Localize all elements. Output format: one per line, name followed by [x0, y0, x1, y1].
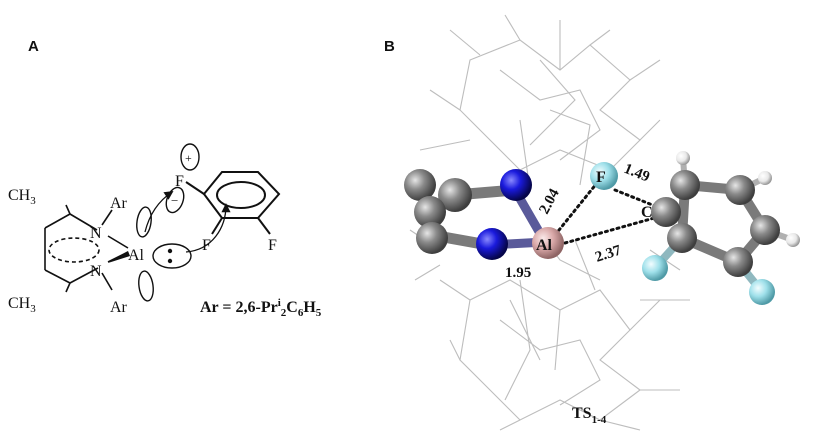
aryl-top: Ar — [110, 195, 128, 212]
carbon-atom — [438, 178, 472, 212]
transition-state-label: TS1-4 — [572, 405, 607, 426]
distance-f-c: 1.49 — [622, 161, 652, 186]
methyl-bottom: CH3 — [8, 295, 36, 315]
nitrogen-bottom: N — [90, 263, 102, 280]
delocalized-ring-dashes — [48, 237, 100, 263]
nitrogen-atom-top — [500, 169, 532, 201]
fluorine-atom-meta — [749, 279, 775, 305]
carbon-atom — [667, 223, 697, 253]
carbon-atom — [416, 222, 448, 254]
lone-pair-dot — [167, 248, 173, 254]
aryl-definition: Ar = 2,6-Pri2C6H5 — [200, 297, 322, 319]
scheme-a: CH3 CH3 N N Al Ar Ar + − F F — [8, 143, 322, 319]
curved-arrow-c — [185, 203, 231, 253]
orbital-top — [136, 206, 152, 238]
diketiminate-ring — [44, 204, 129, 293]
orbital-bottom — [138, 270, 154, 302]
fluorine-atom-ortho — [642, 255, 668, 281]
carbon-atom — [725, 175, 755, 205]
lone-pair-orbital — [152, 243, 192, 269]
carbon-atom — [750, 215, 780, 245]
methyl-top: CH3 — [8, 187, 36, 207]
al-atom-label: Al — [536, 237, 553, 254]
lone-pair-dot — [167, 258, 173, 264]
c-atom-label: C — [641, 204, 653, 221]
panel-label-a: A — [28, 38, 39, 55]
hydrogen-atom — [786, 233, 800, 247]
aluminum-atom — [532, 227, 564, 259]
carbon-atom — [723, 247, 753, 277]
plus-sign: + — [185, 151, 192, 165]
minus-sign: − — [171, 193, 178, 208]
hydrogen-atom — [758, 171, 772, 185]
carbon-atom — [414, 196, 446, 228]
nitrogen-top: N — [90, 225, 102, 242]
wedge-bond — [108, 251, 130, 263]
distance-al-c: 2.37 — [593, 242, 623, 265]
aryl-bottom: Ar — [110, 299, 128, 316]
fluorine-right: F — [268, 237, 277, 254]
model-b: Al F C 2.04 1.49 2.37 1.95 TS1-4 — [404, 14, 800, 431]
fluorine-atom-migrating — [590, 162, 618, 190]
carbon-atom — [404, 169, 436, 201]
fluorine-orbital-plus — [180, 143, 200, 171]
fluorobenzene-ring — [185, 171, 281, 235]
curved-arrow-f — [144, 190, 174, 233]
fluorine-top: F — [175, 173, 184, 190]
carbon-atom — [670, 170, 700, 200]
panel-label-b: B — [384, 38, 395, 55]
hydrogen-atom — [676, 151, 690, 165]
distance-al-f: 2.04 — [536, 186, 563, 217]
carbon-atom-ipso — [651, 197, 681, 227]
fluorine-left: F — [202, 237, 211, 254]
aluminum-label: Al — [128, 247, 145, 264]
wireframe-aryl-groups — [409, 14, 690, 431]
f-atom-label: F — [596, 169, 606, 186]
distance-al-n: 1.95 — [505, 265, 531, 281]
nitrogen-atom-bottom — [476, 228, 508, 260]
orbitals — [136, 143, 200, 302]
